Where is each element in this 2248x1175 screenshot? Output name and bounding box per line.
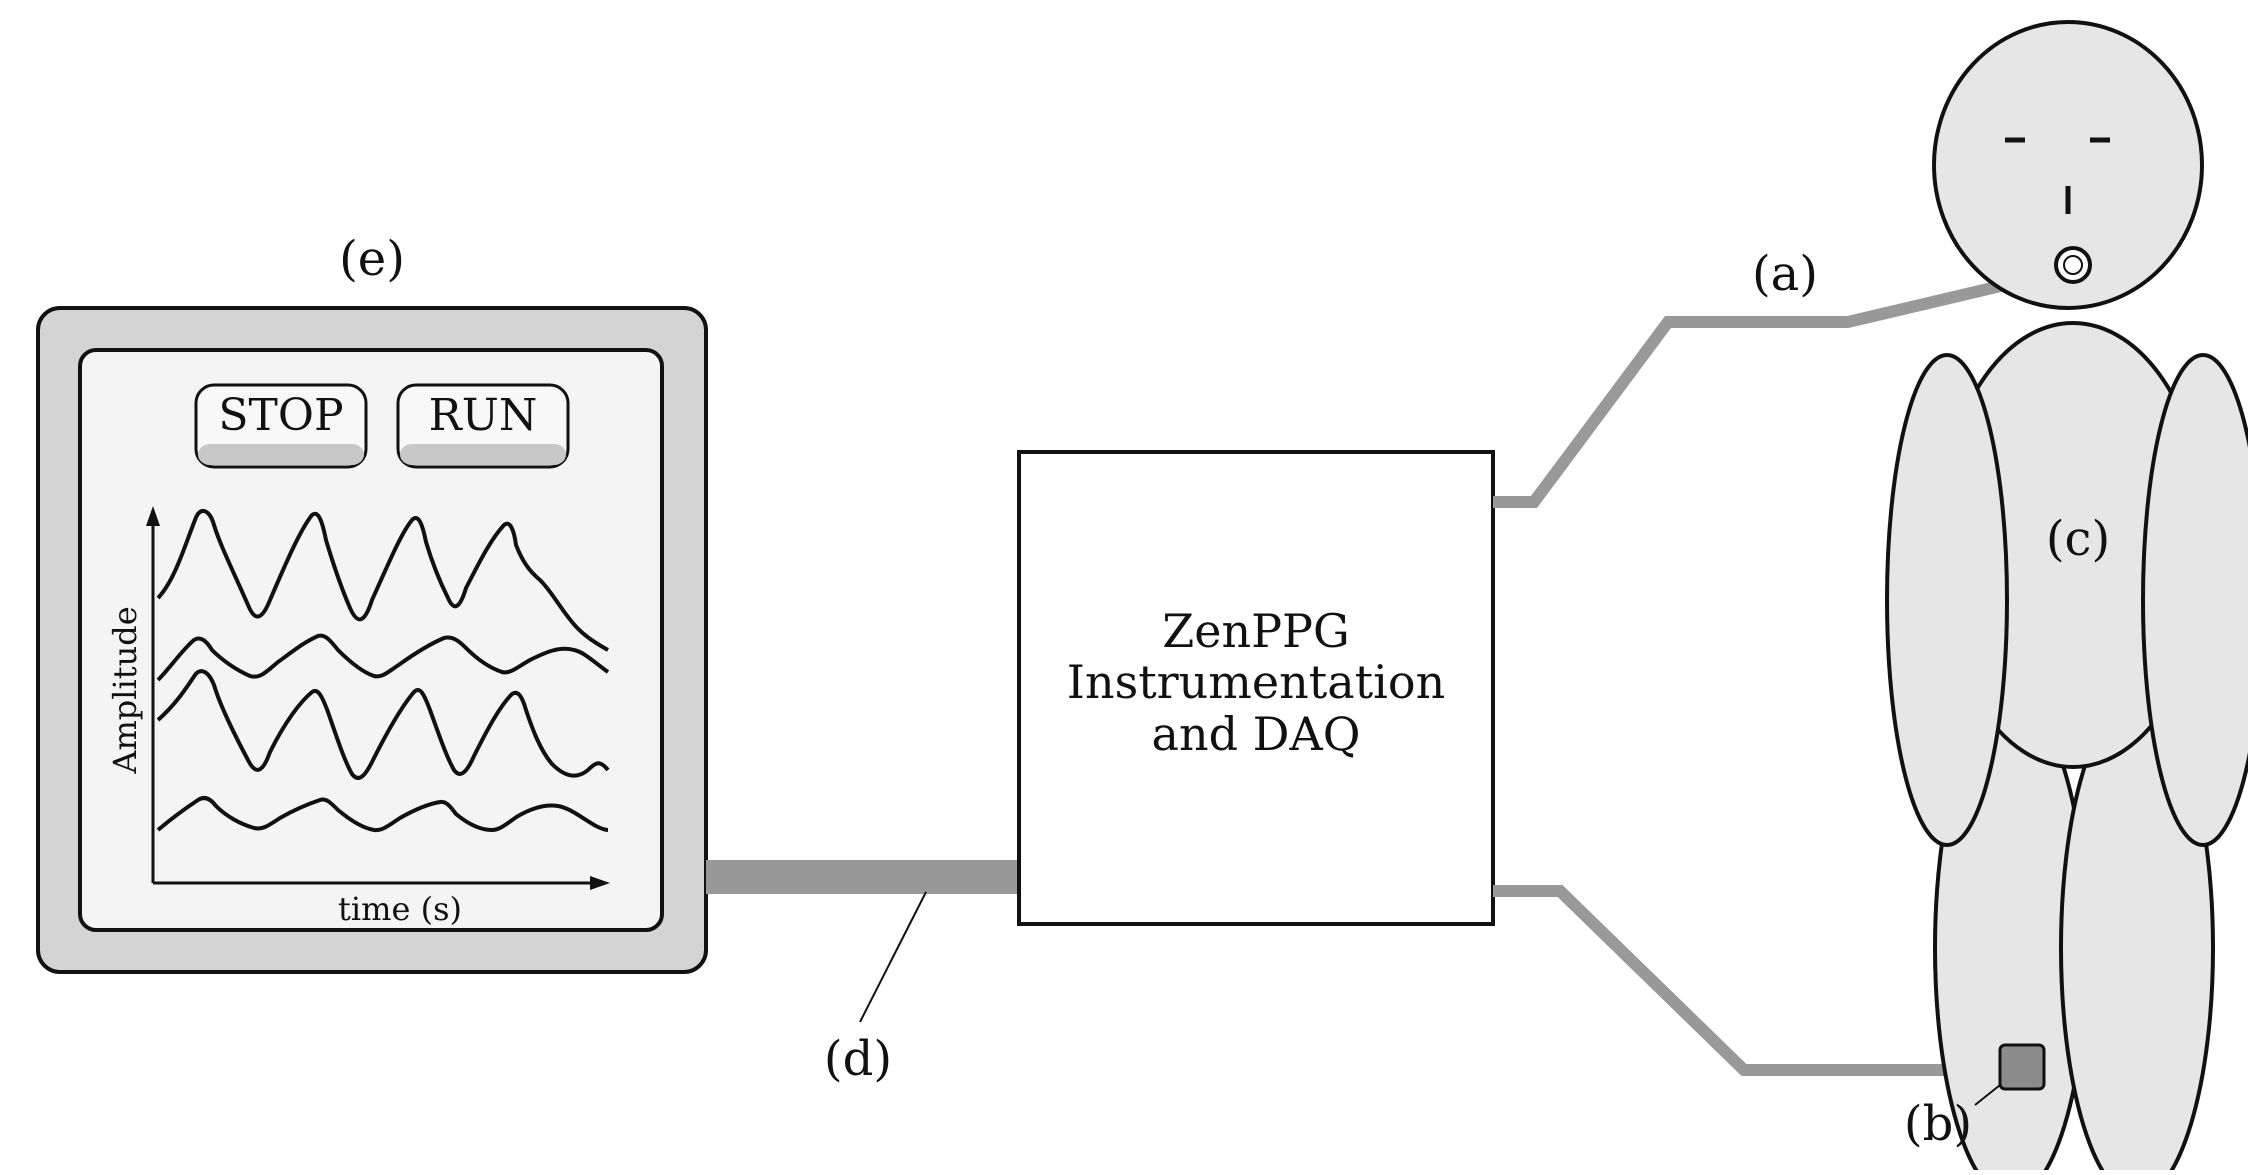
device-line-2: Instrumentation	[1067, 655, 1445, 709]
run-button[interactable]: RUN	[396, 383, 570, 469]
x-axis-arrowhead	[590, 876, 610, 890]
finger-sensor	[1998, 1043, 2046, 1091]
leader-line-d	[859, 891, 927, 1023]
device-line-3: and DAQ	[1152, 707, 1361, 761]
data-cable: (d)	[706, 860, 1019, 1087]
cable-a	[1493, 264, 2070, 508]
mouth-sensor-inner	[2063, 255, 2083, 275]
label-e: (e)	[339, 231, 405, 287]
device-line-1: ZenPPG	[1162, 604, 1349, 658]
ppg-waveform-2	[156, 633, 610, 682]
monitor: STOP RUN Amplitude time (s) (e)	[36, 231, 708, 974]
run-button-label: RUN	[429, 390, 538, 441]
human-figure: (c) (b)	[1885, 20, 2248, 1175]
ppg-waveform-1	[156, 509, 609, 652]
x-axis-label: time (s)	[338, 890, 462, 928]
zenppg-device: ZenPPG Instrumentation and DAQ	[1017, 450, 1495, 926]
label-c: (c)	[2046, 511, 2110, 567]
ppg-waveform-3	[156, 669, 610, 780]
label-a: (a)	[1752, 246, 1818, 302]
thick-cable	[706, 860, 1019, 894]
leader-line-b	[1974, 1084, 2001, 1106]
head	[1932, 20, 2204, 310]
device-box	[1017, 450, 1495, 926]
label-d: (d)	[824, 1031, 892, 1087]
stop-button[interactable]: STOP	[194, 383, 368, 469]
cable-b	[1493, 885, 2000, 1076]
stop-button-label: STOP	[218, 390, 343, 441]
monitor-screen	[78, 348, 664, 932]
y-axis-arrowhead	[146, 506, 160, 526]
right-arm	[2141, 353, 2248, 847]
left-arm	[1885, 353, 2009, 847]
y-axis-label: Amplitude	[106, 606, 144, 774]
ppg-waveform-4	[156, 796, 609, 833]
label-b: (b)	[1904, 1096, 1972, 1152]
